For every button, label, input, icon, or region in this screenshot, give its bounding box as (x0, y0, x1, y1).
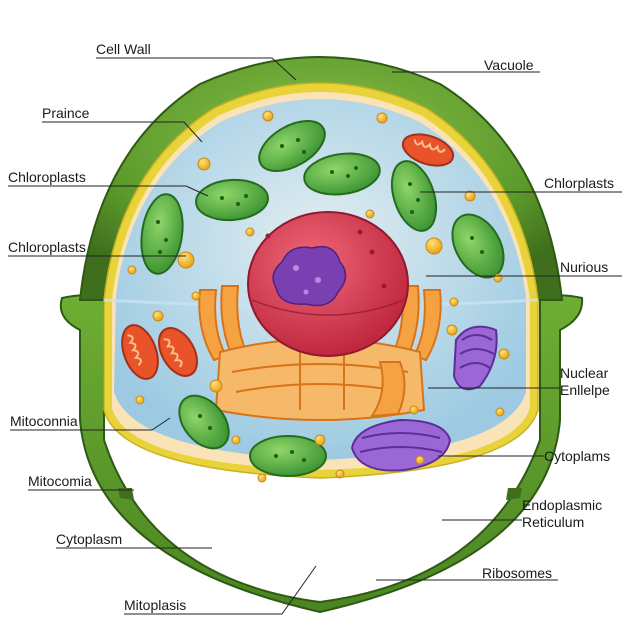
chloroplast (195, 178, 269, 222)
mitochondria (121, 133, 455, 380)
chloroplast (303, 152, 381, 196)
labels: Cell Wall Vacuole Praince Chloroplasts C… (8, 41, 614, 613)
label-nuclear-2: Enllelpe (560, 382, 610, 398)
leader-mitoplasis (124, 565, 317, 615)
chromatin-dot (369, 249, 375, 255)
chromatin-dot (303, 289, 309, 295)
bowl-notch-left (118, 488, 134, 500)
leader-chloroplasts-1 (8, 185, 209, 197)
label-endoplasmic-2: Reticulum (522, 514, 584, 530)
golgi-fold (461, 334, 493, 341)
mitochondrion (121, 324, 159, 380)
leader-lines (8, 57, 622, 615)
golgi-apparatus (350, 325, 498, 472)
label-chloroplasts-1: Chloroplasts (8, 169, 86, 185)
label-nuclear-1: Nuclear (560, 365, 609, 381)
label-endoplasmic-1: Endoplasmic (522, 497, 602, 513)
label-cell-wall: Cell Wall (96, 41, 151, 57)
label-vacuole: Vacuole (484, 57, 534, 73)
chromatin-dot (265, 233, 271, 239)
leader-praince (42, 121, 203, 143)
golgi-stack (350, 418, 452, 472)
golgi-stack (452, 325, 498, 391)
label-praince: Praince (42, 105, 90, 121)
nucleolus (272, 245, 347, 307)
endoplasmic-reticulum (198, 285, 442, 421)
chloroplasts (140, 120, 505, 477)
chloroplast (390, 160, 438, 232)
golgi-fold (459, 348, 495, 355)
label-cytoplams: Cytoplams (544, 448, 610, 464)
label-mitoconnia: Mitoconnia (10, 413, 78, 429)
nucleus (247, 211, 409, 357)
chloroplast (249, 435, 327, 477)
chloroplast (178, 394, 230, 450)
chromatin-dot (293, 265, 299, 271)
chloroplast (258, 120, 326, 172)
leader-mitoconnia (10, 417, 171, 431)
chloroplast (140, 193, 184, 275)
label-nurious: Nurious (560, 259, 608, 275)
label-chloroplasts-2: Chloroplasts (8, 239, 86, 255)
mitochondrion-crista (127, 334, 142, 367)
label-mitocomia: Mitocomia (28, 473, 92, 489)
bowl-notch-right (506, 488, 522, 500)
chloroplast-dots (156, 138, 484, 462)
label-cytoplasm: Cytoplasm (56, 531, 122, 547)
leader-cell-wall (96, 57, 297, 81)
mitochondrion-crista (413, 139, 446, 153)
label-chlorplasts-right: Chlorplasts (544, 175, 614, 191)
chromatin-dot (357, 229, 363, 235)
golgi-fold (459, 362, 491, 369)
cell-wall-lower (59, 294, 584, 614)
chromatin-dot (315, 277, 321, 283)
golgi-fold (359, 446, 443, 453)
chromatin-dot (381, 283, 387, 289)
golgi-fold (361, 432, 441, 439)
nucleus-cut (251, 299, 405, 316)
label-ribosomes: Ribosomes (482, 565, 552, 581)
mitochondrion-crista (163, 338, 183, 368)
er-fold (370, 361, 406, 418)
label-mitoplasis: Mitoplasis (124, 597, 186, 613)
